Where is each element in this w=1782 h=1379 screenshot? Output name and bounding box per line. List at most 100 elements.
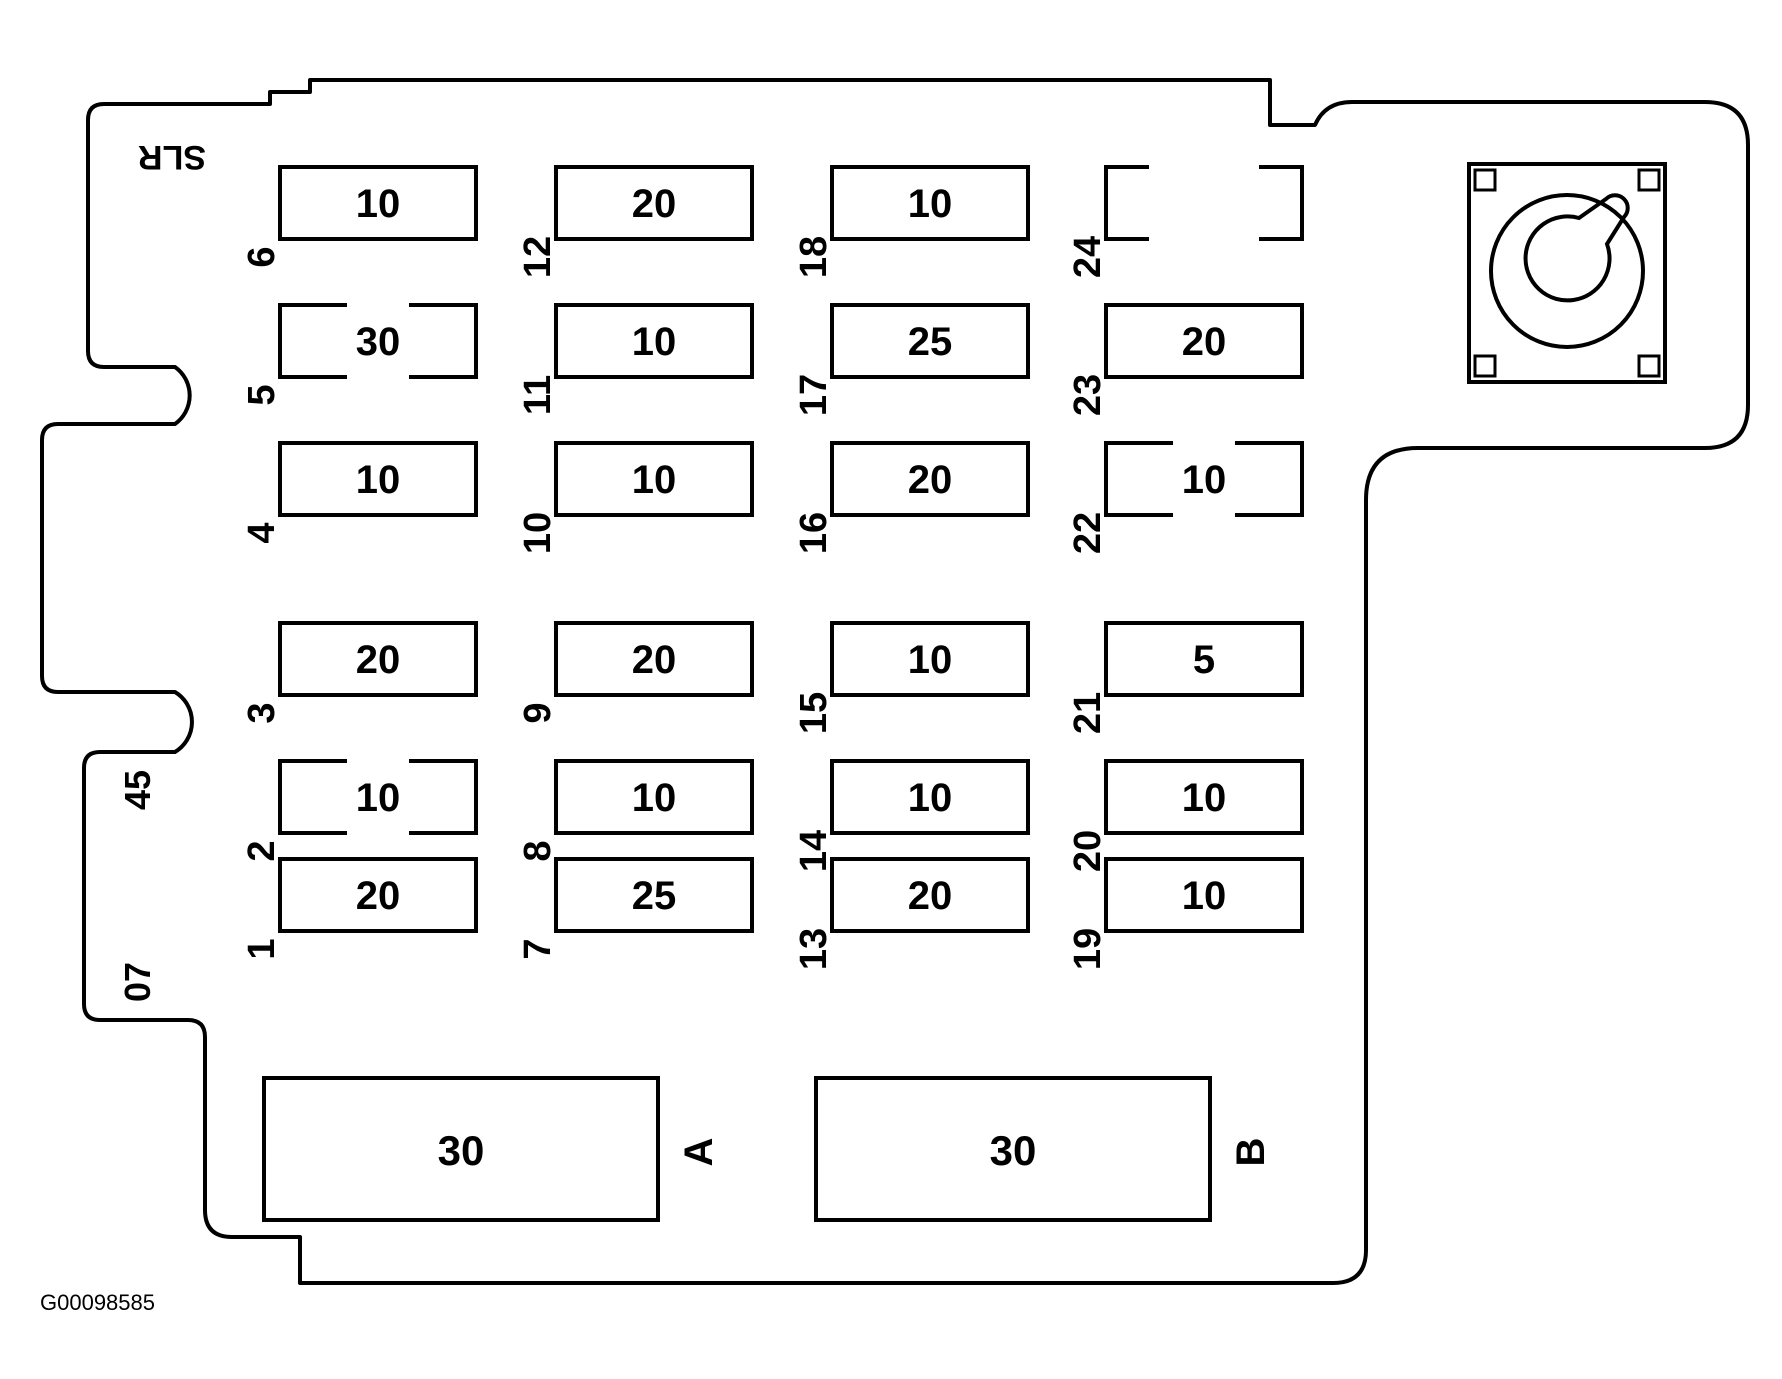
- fuse-rating-label: 10: [908, 638, 953, 682]
- fuse-slot-outline: [554, 441, 754, 517]
- fuse-slot-outline: [830, 857, 1030, 933]
- fuse-rating-label: 10: [1182, 458, 1227, 502]
- fuse-slot-2: 10 2: [241, 759, 478, 862]
- fuse-rating-label: 10: [632, 776, 677, 820]
- fuse-slot-outline: [830, 621, 1030, 697]
- connector-corner-bl: [1473, 354, 1497, 378]
- connector-corner-tr: [1637, 168, 1661, 192]
- corner-code: SLR: [138, 138, 206, 176]
- screw-outer-ring: [1489, 193, 1645, 349]
- fuse-number-label: 7: [517, 938, 559, 959]
- fuse-slot-10: 10 10: [517, 441, 754, 554]
- fuse-number-label: 8: [517, 840, 559, 861]
- fuse-number-label: 12: [517, 236, 559, 278]
- fuse-slot-14: 10 14: [793, 759, 1030, 872]
- fuse-number-label: 13: [793, 928, 835, 970]
- fuse-rating-label: 10: [1182, 776, 1227, 820]
- fuse-grid: 2011022031043051062571082091010101120122…: [241, 165, 1304, 970]
- fuse-slot-20: 10 20: [1067, 759, 1304, 872]
- fuse-slot-outline: [1104, 441, 1304, 517]
- fuse-slot-outline: [830, 303, 1030, 379]
- fuse-number-label: 11: [517, 375, 559, 415]
- fuse-number-label: 19: [1067, 928, 1109, 970]
- fuse-slot-24: 24: [1067, 165, 1304, 278]
- fuse-number-label: 3: [241, 702, 283, 723]
- fuse-slot-outline: [1104, 621, 1304, 697]
- maxi-fuse-outline: [814, 1076, 1212, 1222]
- fuse-number-label: 20: [1067, 830, 1109, 872]
- fuse-rating-label: 10: [632, 458, 677, 502]
- fuse-rating-label: 5: [1193, 638, 1215, 682]
- fuse-number-label: 18: [793, 236, 835, 278]
- fuse-rating-label: 10: [356, 776, 401, 820]
- fuse-slot-outline: [554, 857, 754, 933]
- fuse-rating-label: 25: [908, 320, 953, 364]
- fuse-number-label: 24: [1067, 236, 1109, 278]
- fuse-slot-5: 30 5: [241, 303, 478, 406]
- fuse-slot-7: 25 7: [517, 857, 754, 960]
- fuse-number-label: 2: [241, 840, 283, 861]
- fuse-number-label: 21: [1067, 692, 1109, 734]
- maxi-fuse-outline: [262, 1076, 660, 1222]
- fuse-rating-label: 20: [632, 638, 677, 682]
- fuse-slot-outline: [1104, 303, 1304, 379]
- fuse-slot-22: 10 22: [1067, 441, 1304, 554]
- maxi-fuse-rating-label: 30: [990, 1127, 1037, 1174]
- connector-block: [1467, 162, 1667, 384]
- fuse-slot-3: 20 3: [241, 621, 478, 724]
- connector-frame: [1467, 162, 1667, 384]
- fuse-rating-label: 10: [908, 776, 953, 820]
- maxi-fuse-B: 30 B: [814, 1076, 1273, 1222]
- fuse-slot-outline: [278, 621, 478, 697]
- side-code-lower: 07: [117, 962, 158, 1002]
- fuse-rating-label: 20: [908, 874, 953, 918]
- fuse-rating-label: 20: [356, 638, 401, 682]
- fuse-rating-label: 10: [356, 458, 401, 502]
- fuse-slot-11: 10 11: [517, 303, 754, 415]
- fuse-slot-outline: [554, 759, 754, 835]
- connector-corner-tl: [1473, 168, 1497, 192]
- figure-id: G00098585: [40, 1290, 155, 1315]
- fuse-number-label: 6: [241, 246, 283, 267]
- fuse-number-label: 1: [241, 938, 283, 959]
- fuse-number-label: 4: [241, 522, 283, 543]
- fuse-rating-label: 20: [908, 458, 953, 502]
- fuse-slot-9: 209: [517, 621, 754, 724]
- fuse-rating-label: 10: [908, 182, 953, 226]
- fuse-rating-label: 10: [356, 182, 401, 226]
- fuse-slot-outline: [1104, 165, 1304, 241]
- fuse-slot-1: 20 1: [241, 857, 478, 960]
- connector-corner-br: [1637, 354, 1661, 378]
- fuse-slot-outline: [554, 621, 754, 697]
- fuse-number-label: 22: [1067, 512, 1109, 554]
- fuse-rating-label: 30: [356, 320, 401, 364]
- fuse-slot-18: 10 18: [793, 165, 1030, 278]
- fuse-rating-label: 20: [356, 874, 401, 918]
- fuse-rating-label: 25: [632, 874, 677, 918]
- fuse-slot-outline: [278, 759, 478, 835]
- fuse-slot-outline: [1104, 759, 1304, 835]
- fuse-number-label: 10: [517, 512, 559, 554]
- fuse-slot-outline: [554, 303, 754, 379]
- fuse-slot-outline: [278, 165, 478, 241]
- fuse-slot-outline: [278, 303, 478, 379]
- fuse-slot-outline: [830, 165, 1030, 241]
- panel-outline: [40, 78, 1750, 1285]
- maxi-fuse-number-label: B: [1229, 1138, 1273, 1167]
- fuse-number-label: 14: [793, 830, 835, 872]
- fuse-number-label: 5: [241, 384, 283, 405]
- fuse-number-label: 16: [793, 512, 835, 554]
- fuse-number-label: 23: [1067, 374, 1109, 416]
- screw-key-icon: [1523, 193, 1630, 303]
- fuse-slot-outline: [278, 857, 478, 933]
- fuse-rating-label: 10: [632, 320, 677, 364]
- fuse-slot-6: 10 6: [241, 165, 478, 268]
